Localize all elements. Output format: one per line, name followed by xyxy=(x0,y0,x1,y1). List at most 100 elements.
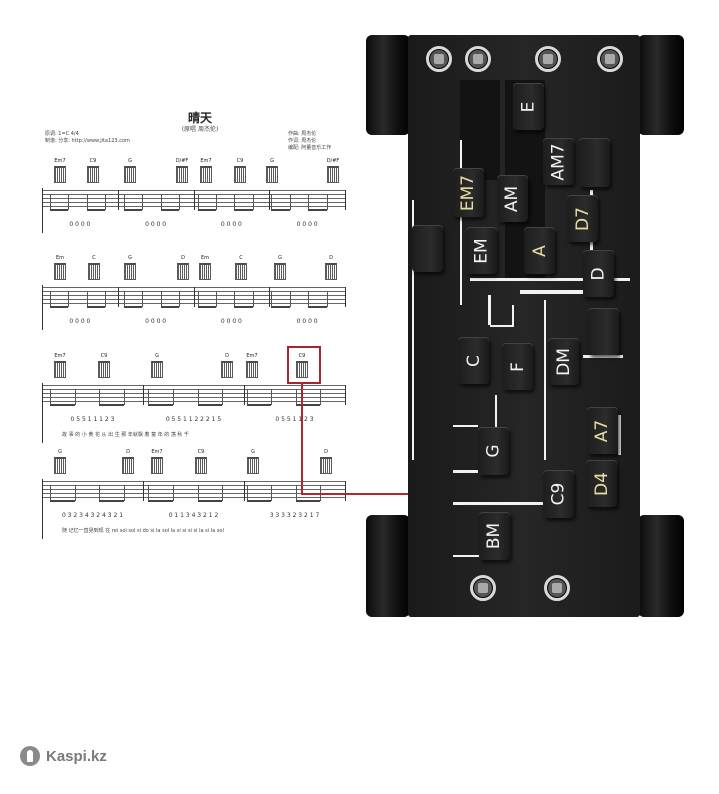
chord-diagram xyxy=(234,166,246,183)
note-stem xyxy=(86,194,88,210)
chord-name: C9 xyxy=(100,353,108,359)
key-info: 原调: 1=C 4/4 xyxy=(45,131,79,137)
system-bracket xyxy=(42,383,43,443)
bar-line xyxy=(143,385,144,405)
sheet-music: 晴天 (原唱 周杰伦) 原调: 1=C 4/4 制谱: 分享: http://w… xyxy=(0,0,360,560)
bar-line xyxy=(193,287,195,307)
note-beam xyxy=(234,209,253,211)
note-stem xyxy=(271,485,273,501)
chord-name: Em7 xyxy=(151,449,163,455)
chord-name: D xyxy=(329,255,333,261)
key-label: AM7 xyxy=(548,142,569,181)
key-f[interactable]: F xyxy=(502,343,533,390)
blank-key[interactable] xyxy=(579,138,610,187)
note-beam xyxy=(50,404,75,406)
note-beam xyxy=(295,404,321,406)
bar-line xyxy=(244,385,245,405)
chord-diagram xyxy=(327,166,339,183)
key-d4[interactable]: D4 xyxy=(586,460,617,507)
note-stem xyxy=(105,291,107,307)
key-bm[interactable]: BM xyxy=(479,512,510,560)
chord-name: G xyxy=(128,255,132,261)
chord-name: D xyxy=(225,353,229,359)
slot xyxy=(512,305,514,327)
lyrics-line: 故 事 的 小 黄 花 从 出 生 那 年就飘 着 童 年 的 荡 秋 千 xyxy=(62,432,190,438)
note-stem xyxy=(105,194,107,210)
key-c[interactable]: C xyxy=(458,337,489,384)
note-beam xyxy=(50,500,75,502)
bar-line xyxy=(143,481,144,501)
note-stem xyxy=(252,194,254,210)
note-stem xyxy=(222,485,224,501)
chord-name: D/#F xyxy=(326,158,340,164)
note-beam xyxy=(86,306,106,308)
chord-diagram xyxy=(98,361,110,378)
note-stem xyxy=(197,291,199,307)
note-stem xyxy=(179,291,181,307)
chord-highlight-box xyxy=(287,346,321,384)
chord-name: G xyxy=(155,353,159,359)
track xyxy=(460,80,500,180)
chord-diagram xyxy=(320,457,332,474)
note-stem xyxy=(234,291,236,307)
note-beam xyxy=(148,404,173,406)
key-c9[interactable]: C9 xyxy=(543,470,574,518)
key-e[interactable]: E xyxy=(513,83,544,130)
key-label: C9 xyxy=(548,482,569,506)
screw-icon xyxy=(597,46,623,72)
note-stem xyxy=(123,485,125,501)
key-a7[interactable]: A7 xyxy=(587,407,618,454)
key-label: AM xyxy=(502,185,523,212)
key-g[interactable]: G xyxy=(478,427,509,475)
notation-numbers: 0 0 0 0 xyxy=(296,318,318,325)
bar-line xyxy=(269,190,271,210)
key-em7[interactable]: EM7 xyxy=(453,168,484,217)
note-beam xyxy=(86,209,106,211)
note-stem xyxy=(222,389,224,405)
chord-name: G xyxy=(58,449,62,455)
chord-name: C9 xyxy=(298,353,306,359)
song-subtitle: (原唱 周杰伦) xyxy=(181,126,219,133)
key-label: DM xyxy=(553,347,574,376)
note-beam xyxy=(160,209,180,211)
key-d[interactable]: D xyxy=(583,250,614,297)
note-beam xyxy=(197,500,223,502)
key-dm[interactable]: DM xyxy=(548,338,579,385)
tab-staff xyxy=(42,385,345,405)
pointer-line xyxy=(301,382,303,495)
note-stem xyxy=(252,291,254,307)
bar-line xyxy=(345,190,346,210)
composer: 作曲: 周杰伦 xyxy=(288,131,317,137)
key-a[interactable]: A xyxy=(524,227,555,274)
lyricist: 作词: 周杰伦 xyxy=(288,138,317,144)
note-beam xyxy=(308,306,327,308)
bar-line xyxy=(244,481,245,501)
blank-key[interactable] xyxy=(588,308,619,355)
key-d7[interactable]: D7 xyxy=(567,195,598,242)
kaspi-watermark: Kaspi.kz xyxy=(20,746,107,766)
slot xyxy=(412,200,414,460)
note-stem xyxy=(142,291,144,307)
note-stem xyxy=(160,291,162,307)
slot xyxy=(453,502,553,505)
note-beam xyxy=(123,209,143,211)
notation-numbers: 0 5 5 1 1 1 2 3 xyxy=(70,416,115,423)
note-beam xyxy=(271,306,290,308)
chord-name: Em7 xyxy=(246,353,258,359)
note-beam xyxy=(197,209,216,211)
slot xyxy=(618,415,621,455)
note-stem xyxy=(99,389,101,405)
key-am7[interactable]: AM7 xyxy=(543,138,574,185)
clamp-top-right xyxy=(638,35,684,135)
note-beam xyxy=(295,500,321,502)
bar-line xyxy=(269,287,271,307)
bar-line xyxy=(42,287,43,307)
blank-key[interactable] xyxy=(412,225,443,272)
note-stem xyxy=(179,194,181,210)
note-stem xyxy=(320,389,322,405)
chord-diagram xyxy=(122,457,134,474)
key-am[interactable]: AM xyxy=(497,175,528,222)
key-em[interactable]: EM xyxy=(466,227,497,274)
chord-diagram xyxy=(247,457,259,474)
note-stem xyxy=(50,291,51,307)
